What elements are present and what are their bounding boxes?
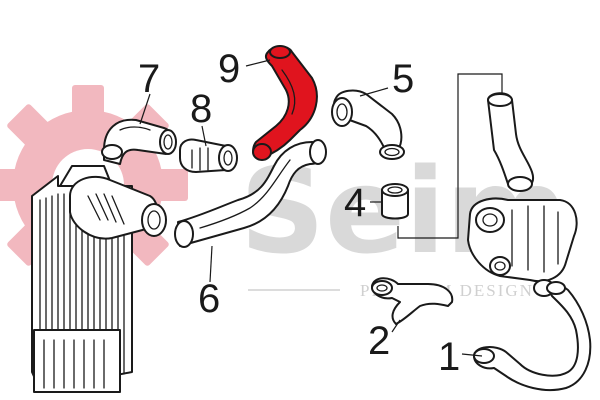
callout-9: 9 bbox=[218, 47, 240, 91]
callout-8: 8 bbox=[190, 87, 212, 131]
leader-8 bbox=[201, 125, 207, 147]
leader-9 bbox=[245, 59, 271, 67]
valve-assembly bbox=[467, 197, 578, 297]
leader-2 bbox=[391, 319, 401, 333]
part-7-elbow-hose bbox=[101, 118, 177, 165]
radiator-outlet-housing bbox=[69, 175, 167, 240]
part-9-highlighted-hose bbox=[252, 45, 318, 161]
upper-right-pipe bbox=[487, 92, 534, 192]
part-1-long-tube bbox=[473, 281, 592, 392]
leader-6 bbox=[209, 245, 213, 283]
leader-1 bbox=[461, 353, 483, 357]
callout-6: 6 bbox=[198, 277, 220, 321]
callout-7: 7 bbox=[138, 57, 160, 101]
callout-2: 2 bbox=[368, 319, 390, 363]
leader-5 bbox=[359, 87, 389, 97]
callout-1: 1 bbox=[438, 335, 460, 379]
callout-4: 4 bbox=[344, 181, 366, 225]
part-2-bent-pipe bbox=[371, 277, 454, 325]
callout-5: 5 bbox=[392, 57, 414, 101]
part-4-sleeve bbox=[381, 183, 409, 220]
part-5-flanged-pipe bbox=[331, 89, 405, 160]
leader-7 bbox=[139, 93, 151, 125]
part-8-connector bbox=[179, 138, 238, 173]
assembly-bracket-line bbox=[397, 73, 503, 239]
part-6-long-hose bbox=[174, 139, 327, 248]
